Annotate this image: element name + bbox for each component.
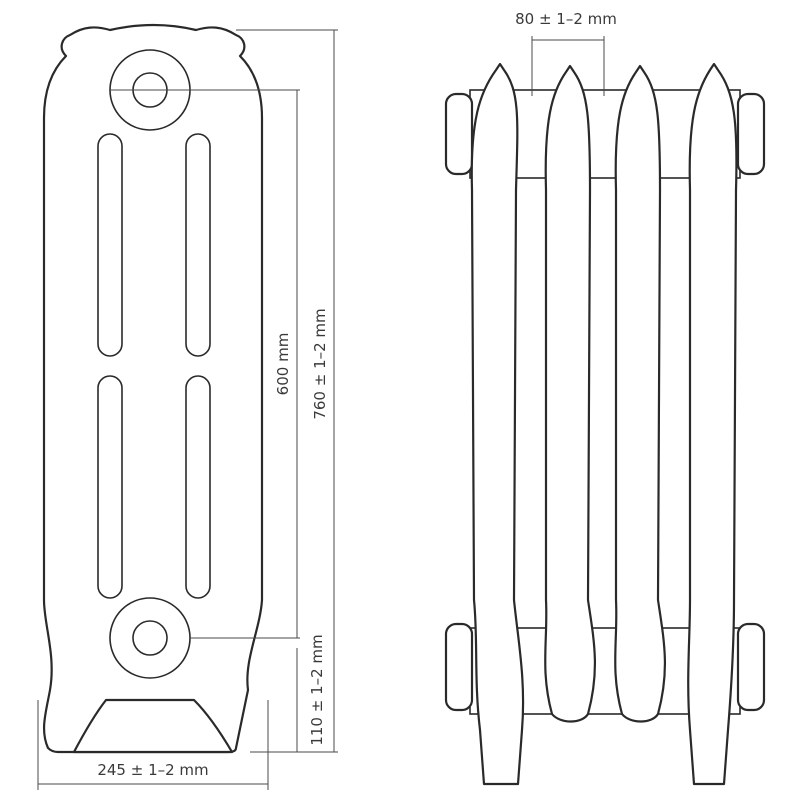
leg-height-label: 110 ± 1–2 mm (308, 634, 326, 745)
section-3 (614, 64, 666, 723)
lower-right-slot (185, 375, 211, 599)
upper-right-slot (185, 133, 211, 357)
width-label: 245 ± 1–2 mm (97, 761, 208, 779)
front-view-outline (42, 23, 264, 754)
left-bottom-cap (444, 622, 474, 712)
section-1 (470, 62, 525, 786)
total-height-label: 760 ± 1–2 mm (311, 308, 329, 419)
axis-distance-label: 600 mm (274, 333, 292, 396)
bottom-port-inner (132, 620, 168, 656)
left-top-cap (444, 92, 474, 176)
radiator-front-view (42, 23, 264, 754)
side-view-dimensions: 80 ± 1–2 mm (515, 10, 617, 96)
radiator-side-view (444, 62, 766, 786)
section-2 (544, 64, 596, 723)
gap-label: 80 ± 1–2 mm (515, 10, 617, 28)
right-top-cap (736, 92, 766, 176)
base-arch (72, 698, 234, 754)
section-4 (687, 62, 738, 786)
lower-left-slot (97, 375, 123, 599)
right-bottom-cap (736, 622, 766, 712)
front-view-dimensions: 600 mm 760 ± 1–2 mm 110 ± 1–2 mm 245 ± 1… (37, 29, 338, 790)
upper-left-slot (97, 133, 123, 357)
